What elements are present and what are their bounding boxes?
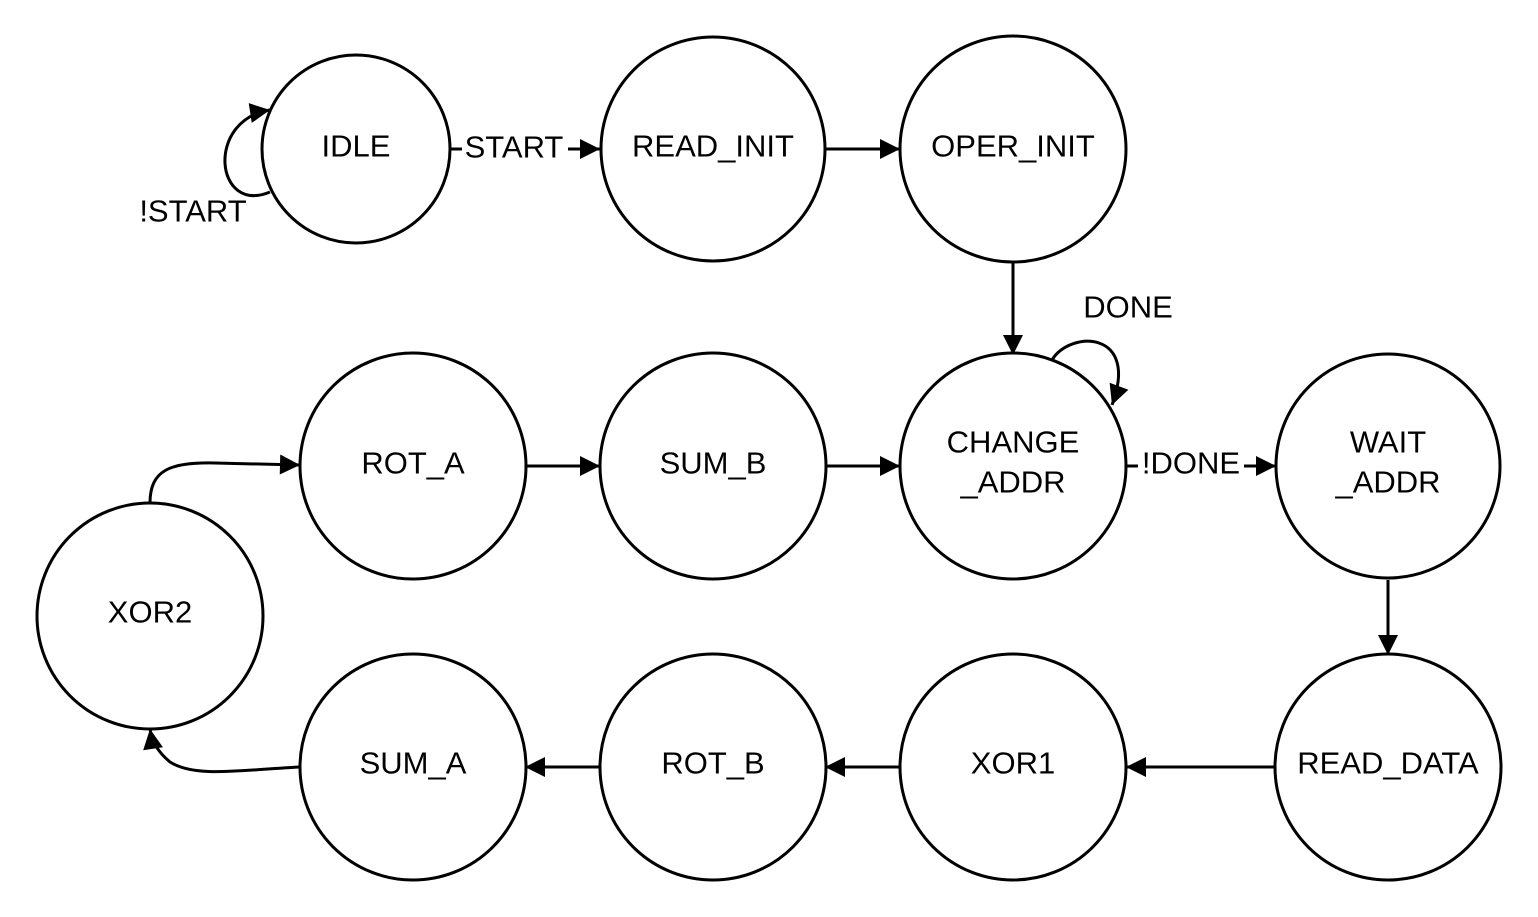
state-label-line-1: CHANGE — [947, 425, 1080, 460]
transition-label-not-done: !DONE — [1142, 446, 1240, 481]
state-label: READ_DATA — [1297, 746, 1479, 781]
state-label: SUM_A — [360, 746, 467, 781]
state-label: XOR1 — [971, 746, 1055, 781]
state-sum-a: SUM_A — [298, 652, 528, 882]
transition-label-start: START — [465, 130, 564, 165]
state-label: ROT_A — [361, 446, 465, 481]
state-wait-addr: WAIT _ADDR — [1274, 352, 1502, 580]
state-read-init: READ_INIT — [599, 35, 827, 263]
state-label-line-1: WAIT — [1350, 425, 1426, 460]
state-rot-b: ROT_B — [598, 652, 828, 882]
transition-change-addr-wait-addr: !DONE — [1126, 446, 1276, 482]
state-idle: IDLE — [260, 53, 452, 245]
state-read-data: READ_DATA — [1273, 652, 1503, 882]
state-label: READ_INIT — [632, 129, 794, 164]
state-xor2: XOR2 — [35, 501, 265, 731]
transition-idle-self: !START — [139, 103, 271, 229]
transition-change-addr-self: DONE — [1050, 290, 1173, 406]
state-xor1: XOR1 — [898, 652, 1128, 882]
state-label-line-2: _ADDR — [1334, 465, 1440, 500]
state-label: ROT_B — [661, 746, 764, 781]
state-label-line-2: _ADDR — [959, 465, 1065, 500]
state-oper-init: OPER_INIT — [898, 34, 1128, 264]
state-sum-b: SUM_B — [598, 351, 828, 581]
transition-label-done: DONE — [1083, 290, 1173, 325]
transition-sum-a-xor2 — [143, 728, 301, 774]
state-label: OPER_INIT — [931, 129, 1095, 164]
state-change-addr: CHANGE _ADDR — [898, 351, 1128, 581]
state-label: SUM_B — [660, 446, 767, 481]
transition-label-not-start: !START — [139, 194, 246, 229]
transition-idle-read-init: START — [450, 130, 600, 165]
state-rot-a: ROT_A — [298, 351, 528, 581]
states: IDLE READ_INIT OPER_INIT CHANGE _ADDR WA… — [35, 34, 1503, 882]
transition-xor2-rot-a — [148, 454, 301, 504]
state-label: XOR2 — [108, 595, 192, 630]
transitions: !START START DONE !DONE — [139, 103, 1398, 777]
state-label: IDLE — [322, 129, 391, 164]
